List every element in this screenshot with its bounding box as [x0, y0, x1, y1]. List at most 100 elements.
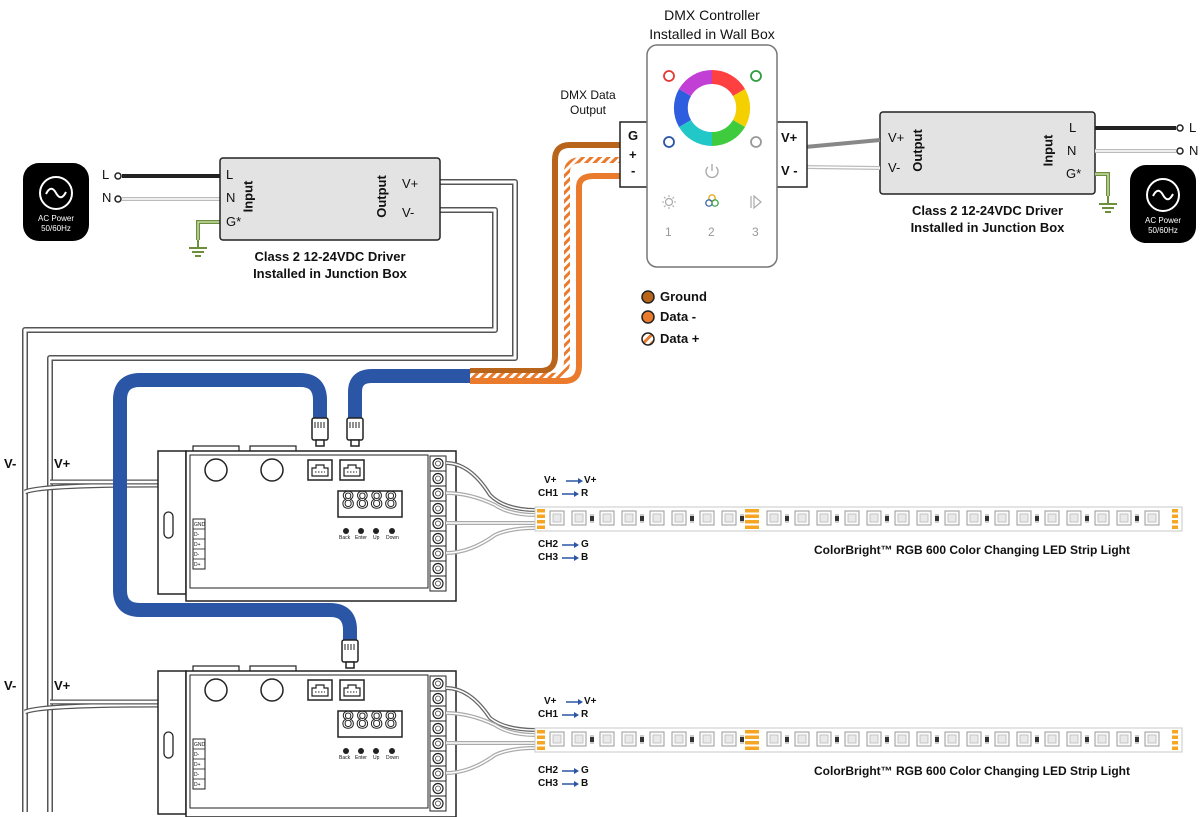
- strip-2-title: ColorBright™ RGB 600 Color Changing LED …: [814, 764, 1130, 778]
- led-chip: [966, 731, 982, 747]
- led-chip: [766, 731, 782, 747]
- led-chip: [866, 731, 882, 747]
- zone-1-button[interactable]: 1: [665, 225, 672, 239]
- strip-cut-pad: [745, 730, 759, 734]
- ac-power-right-label: AC Power 50/60Hz: [1130, 216, 1196, 236]
- decoder-2: [157, 665, 457, 817]
- led-chip: [621, 510, 637, 526]
- driver-right-input: Input: [1040, 134, 1056, 167]
- strip-end-pad: [1172, 509, 1178, 513]
- ac-power-right-line1: AC Power: [1144, 216, 1181, 225]
- strip-resistor: [1135, 735, 1139, 744]
- blue-button-icon[interactable]: [663, 136, 675, 148]
- led-chip: [816, 731, 832, 747]
- led-chip: [944, 731, 960, 747]
- legend-data-plus: Data +: [660, 331, 700, 346]
- led-chip: [894, 510, 910, 526]
- legend-data-minus: Data -: [660, 309, 697, 324]
- strip-end-pad: [537, 746, 545, 750]
- green-button-icon[interactable]: [750, 70, 762, 82]
- map1-strip-vplus: V+: [584, 475, 597, 486]
- ac-power-right-line2: 50/60Hz: [1148, 226, 1178, 235]
- decoder-1-enter-button[interactable]: Enter: [355, 535, 367, 541]
- ac-power-left-line1: AC Power: [37, 214, 74, 223]
- strip-resistor: [1035, 514, 1039, 523]
- led-chip: [966, 510, 982, 526]
- decoder-2-back-button[interactable]: Back: [339, 755, 351, 761]
- driver-left-l: L: [226, 167, 234, 182]
- terminal-plus: +: [629, 147, 637, 162]
- power-icon[interactable]: [705, 164, 719, 179]
- red-button-icon[interactable]: [663, 70, 675, 82]
- driver-left: [219, 157, 441, 241]
- decoder-2-up-button[interactable]: Up: [373, 755, 380, 761]
- led-strip-2: [534, 727, 1183, 753]
- map1-ch3: CH3: [538, 552, 559, 563]
- terminal-block-1: [429, 455, 447, 592]
- decoder-1-up-button[interactable]: Up: [373, 535, 380, 541]
- decoder-1-back-button[interactable]: Back: [339, 535, 351, 541]
- decoder-2-display: 8888: [341, 709, 399, 735]
- controller-title: DMX Controller Installed in Wall Box: [612, 6, 812, 44]
- strip-resistor: [690, 514, 694, 523]
- map2-b: B: [581, 778, 589, 789]
- strip-resistor: [785, 735, 789, 744]
- driver-left-caption: Class 2 12-24VDC Driver Installed in Jun…: [220, 248, 440, 282]
- led-chip: [794, 510, 810, 526]
- led-chip: [1094, 510, 1110, 526]
- strip-end-pad: [537, 730, 545, 734]
- decoder-2-pin-d3: D-: [194, 772, 200, 778]
- driver-right-l: L: [1069, 120, 1077, 135]
- brightness-icon[interactable]: [662, 195, 676, 209]
- ac-power-left-label: AC Power 50/60Hz: [23, 214, 89, 234]
- led-chip: [916, 510, 932, 526]
- decoder-1-pins: GND D- D+ D- D+: [194, 520, 205, 570]
- map1-r: R: [581, 488, 589, 499]
- mains-wires-left: [114, 172, 222, 257]
- led-chip: [571, 510, 587, 526]
- zone-3-button[interactable]: 3: [752, 225, 759, 239]
- driver-left-g: G*: [226, 214, 242, 229]
- led-chip: [1144, 510, 1160, 526]
- map1-ch1: CH1: [538, 488, 559, 499]
- strip-resistor: [690, 735, 694, 744]
- dmx-controller: [619, 44, 808, 268]
- led-chip: [1066, 510, 1082, 526]
- driver-left-n: N: [226, 190, 236, 205]
- led-chip: [571, 731, 587, 747]
- decoder-2-down-button[interactable]: Down: [386, 755, 399, 761]
- driver-right-output: Output: [909, 129, 925, 172]
- color-mode-icon[interactable]: [705, 194, 719, 207]
- map2-ch1: CH1: [538, 709, 559, 720]
- strip-1-title: ColorBright™ RGB 600 Color Changing LED …: [814, 543, 1130, 557]
- rail-vminus-1: V-: [4, 456, 17, 471]
- led-chip: [649, 731, 665, 747]
- color-wheel[interactable]: [673, 69, 751, 147]
- rail-vminus-2: V-: [4, 678, 17, 693]
- led-chip: [549, 510, 565, 526]
- decoder-1-down-button[interactable]: Down: [386, 535, 399, 541]
- strip-cut-pad: [745, 525, 759, 529]
- ac-power-left: [23, 163, 89, 241]
- map2-ch3: CH3: [538, 778, 559, 789]
- dmx-cable-blue: [113, 369, 470, 640]
- strip-end-pad: [1172, 514, 1178, 518]
- decoder-1-display: 8888: [341, 489, 399, 515]
- white-button-icon[interactable]: [750, 136, 762, 148]
- strip-end-pad: [537, 735, 545, 739]
- legend-swatches: [641, 290, 655, 346]
- play-icon[interactable]: [750, 194, 762, 210]
- controller-title-line2: Installed in Wall Box: [649, 26, 775, 42]
- controller-title-line1: DMX Controller: [664, 7, 760, 23]
- decoder-2-enter-button[interactable]: Enter: [355, 755, 367, 761]
- map1-ch2: CH2: [538, 539, 559, 550]
- driver-right-caption-line2: Installed in Junction Box: [910, 220, 1065, 235]
- zone-2-button[interactable]: 2: [708, 225, 715, 239]
- led-chip: [1094, 731, 1110, 747]
- led-chip: [816, 510, 832, 526]
- decoder-2-pin-d1: D-: [194, 752, 200, 758]
- strip-cut-pad: [745, 741, 759, 745]
- led-chip: [1116, 510, 1132, 526]
- strip-resistor: [740, 514, 744, 523]
